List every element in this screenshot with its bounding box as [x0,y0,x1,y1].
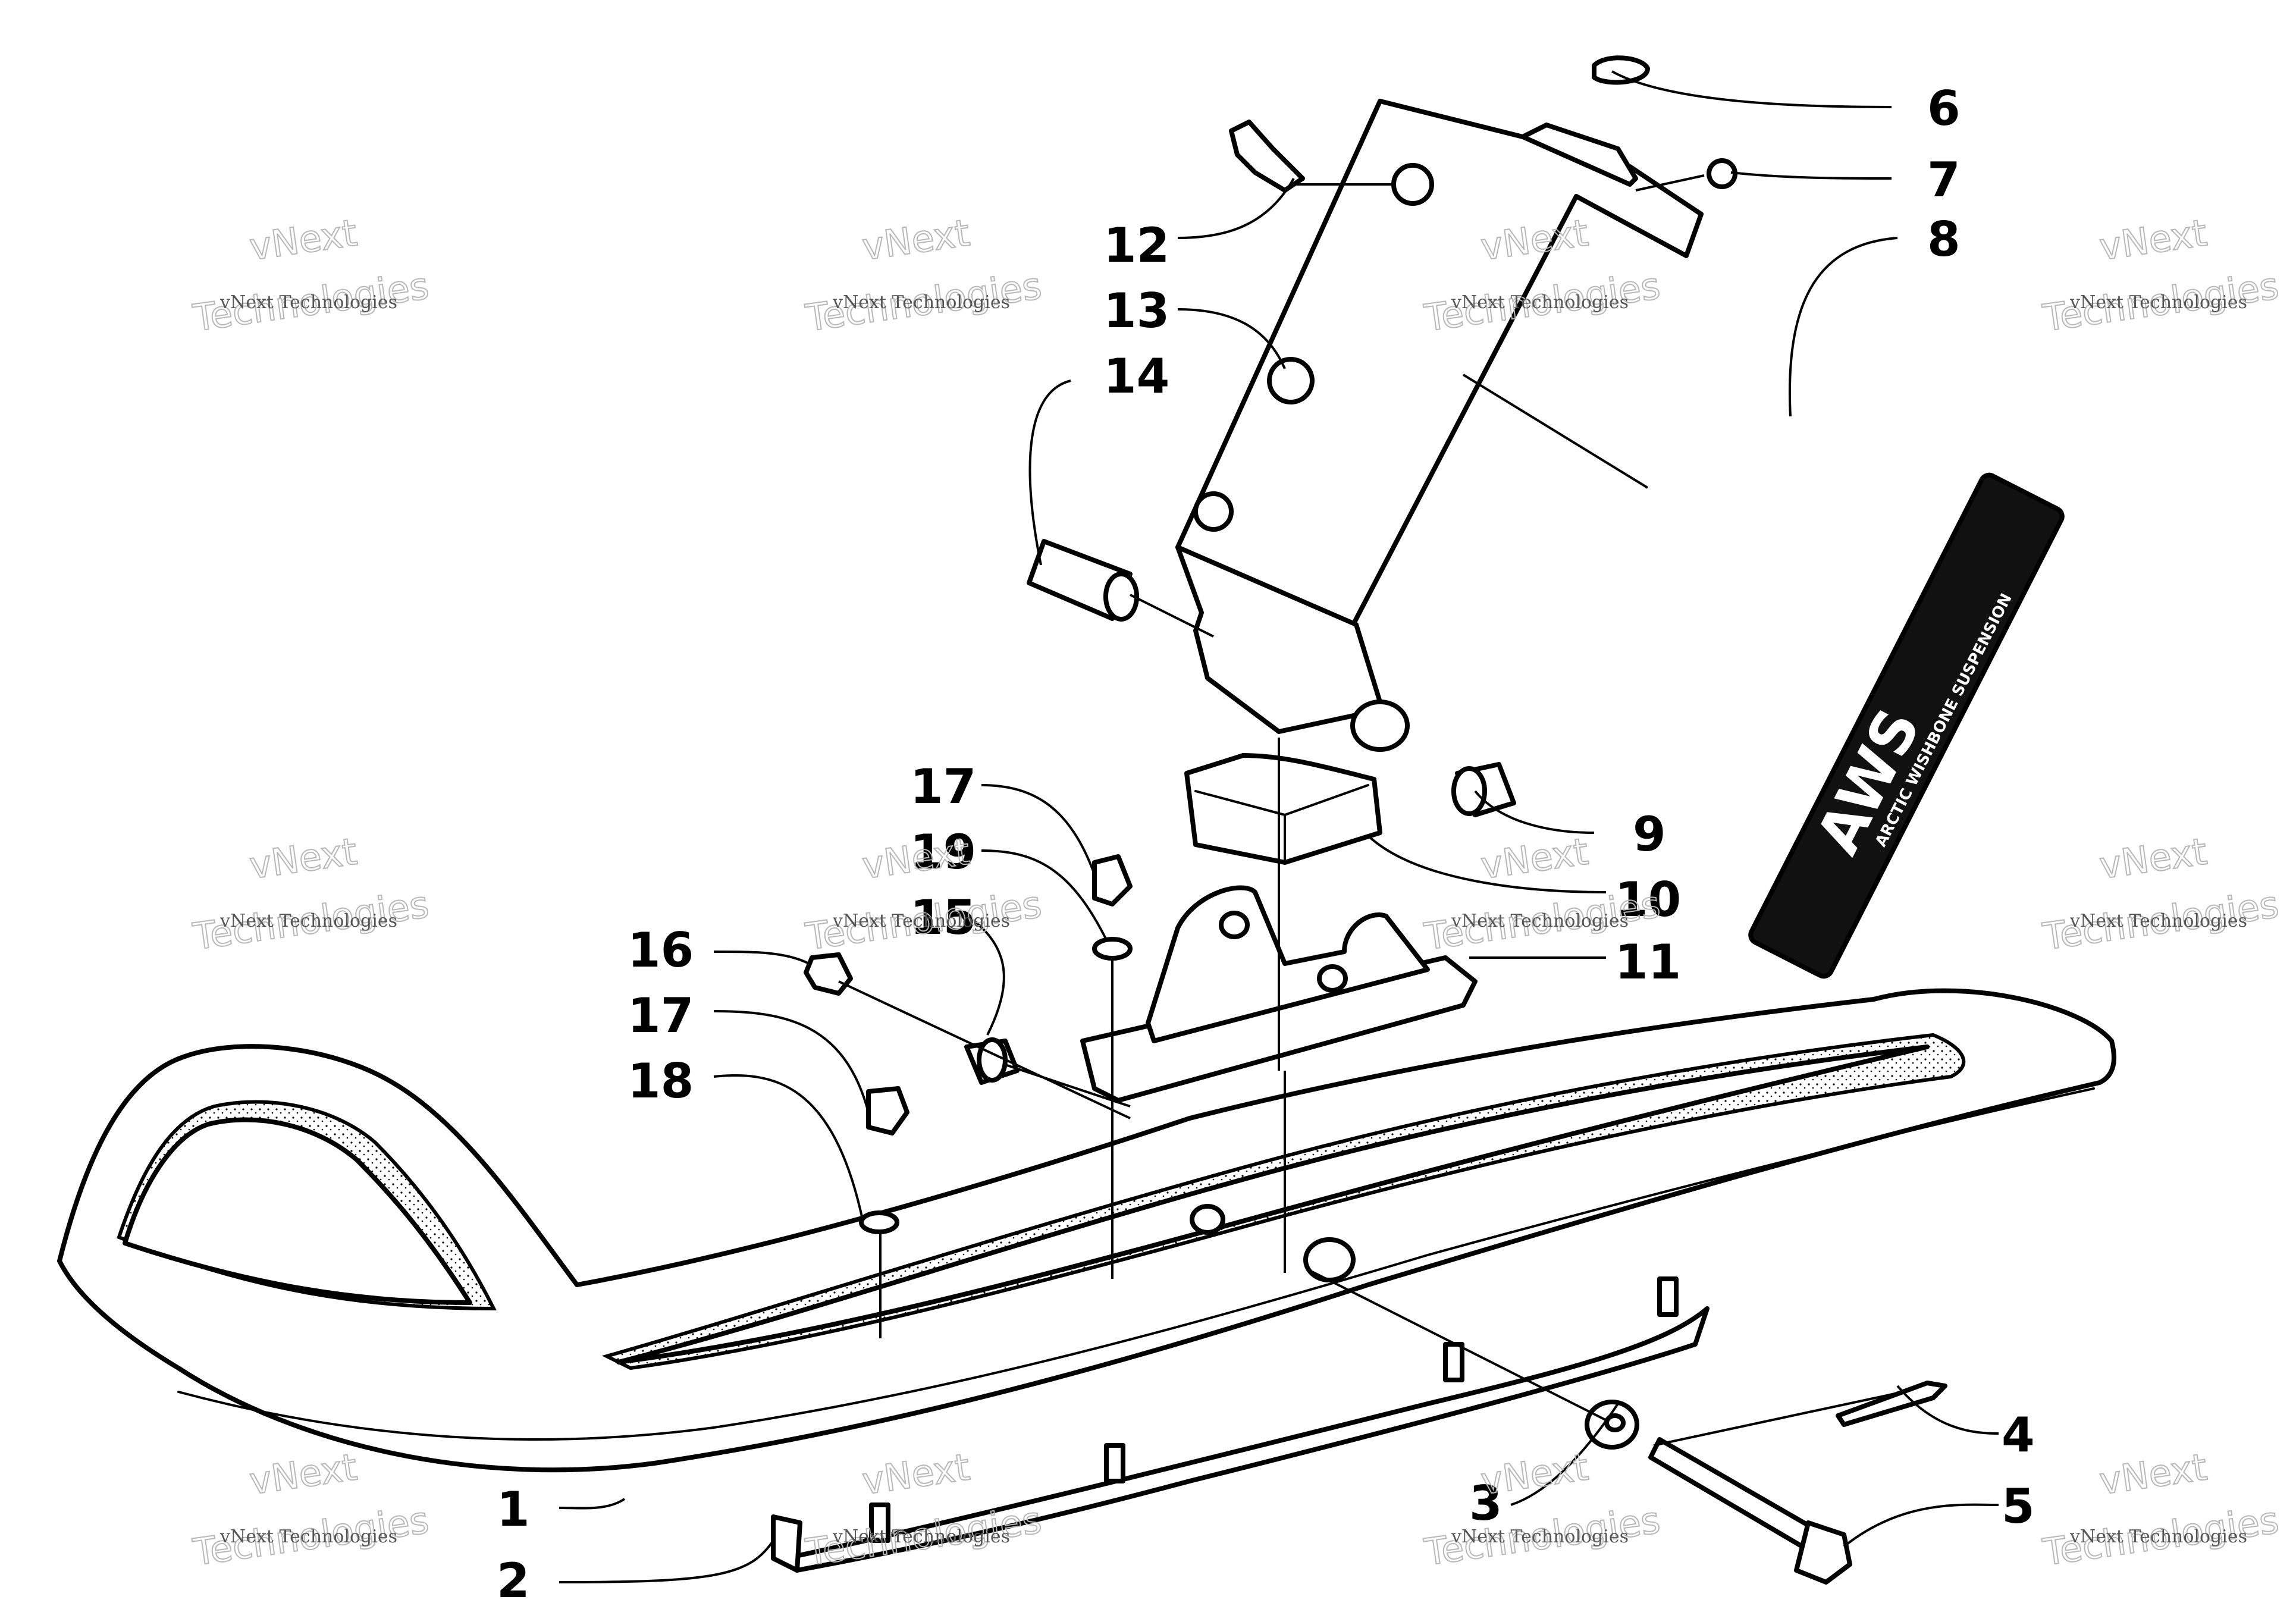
callout-7: 7 [1927,152,1961,208]
watermark: vNext Technologies vNext Technologies [802,210,1045,340]
wear-bar [771,1276,1710,1573]
svg-text:vNext: vNext [860,1445,973,1503]
svg-text:vNext: vNext [1478,829,1591,887]
bushing-9 [1451,762,1516,817]
svg-text:vNext Technologies: vNext Technologies [832,292,1010,313]
callout-4: 4 [2002,1407,2035,1463]
svg-text:vNext Technologies: vNext Technologies [2069,292,2247,313]
watermark: vNext Technologies vNext Technologies [2040,1444,2282,1574]
callout-11: 11 [1615,934,1681,990]
watermark: vNext Technologies vNext Technologies [2040,210,2282,340]
cotter-pin [1836,1381,1947,1427]
svg-text:vNext Technologies: vNext Technologies [219,911,397,931]
plug-cap [1592,55,1650,85]
svg-text:vNext: vNext [247,1445,360,1503]
callout-3: 3 [1469,1476,1503,1531]
callout-19: 19 [910,824,976,880]
svg-text:vNext Technologies: vNext Technologies [832,911,1010,931]
callout-17-lower: 17 [628,988,694,1043]
aws-decal: AWS ARCTIC WISHBONE SUSPENSION [1748,472,2065,979]
svg-text:vNext Technologies: vNext Technologies [832,1526,1010,1547]
nut-17-upper [1092,854,1133,906]
svg-text:vNext Technologies: vNext Technologies [2069,911,2247,931]
callout-2: 2 [497,1553,530,1606]
svg-text:vNext: vNext [2097,211,2210,268]
spindle [1175,99,1704,752]
ski [57,988,2116,1473]
watermark: vNext Technologies vNext Technologies [190,1444,432,1574]
wear-pad [1184,753,1382,865]
svg-text:vNext: vNext [1478,1445,1591,1503]
svg-text:vNext: vNext [2097,1445,2210,1503]
svg-text:vNext: vNext [2097,829,2210,887]
callout-8: 8 [1927,212,1961,267]
nut-17-lower [866,1086,909,1136]
watermark: vNext Technologies vNext Technologies [190,829,432,959]
callout-16: 16 [628,923,694,978]
nut-16 [804,952,853,996]
watermark: vNext Technologies vNext Technologies [1421,1444,1664,1574]
bushing-14 [1027,539,1139,622]
leader-lines [559,70,1999,1583]
svg-text:vNext: vNext [247,829,360,887]
washer [1585,1400,1639,1450]
callout-15: 15 [910,890,976,945]
callout-14: 14 [1103,349,1169,404]
washer-18 [859,1210,899,1234]
svg-text:vNext: vNext [860,211,973,268]
washer-19 [1092,937,1133,961]
callout-18: 18 [628,1053,694,1109]
watermark: vNext Technologies vNext Technologies [2040,829,2282,959]
callouts: 1 2 3 4 5 6 7 8 9 10 11 12 13 14 15 16 1… [497,81,2035,1606]
bolt [1648,1437,1852,1585]
callout-13: 13 [1103,283,1169,338]
callout-10: 10 [1615,872,1681,927]
svg-text:vNext: vNext [247,211,360,268]
svg-text:vNext Technologies: vNext Technologies [1451,1526,1629,1547]
callout-5: 5 [2002,1479,2035,1534]
watermark: vNext Technologies vNext Technologies [190,210,432,340]
svg-text:vNext Technologies: vNext Technologies [1451,292,1629,313]
callout-6: 6 [1927,81,1961,136]
svg-text:vNext Technologies: vNext Technologies [219,1526,397,1547]
callout-12: 12 [1103,218,1169,273]
callout-17-upper: 17 [910,759,976,814]
svg-text:vNext Technologies: vNext Technologies [2069,1526,2247,1547]
svg-text:vNext Technologies: vNext Technologies [219,292,397,313]
svg-text:vNext Technologies: vNext Technologies [1451,911,1629,931]
callout-1: 1 [497,1482,530,1537]
callout-9: 9 [1633,807,1666,862]
watermark: vNext Technologies vNext Technologies [802,1444,1045,1574]
grease-fitting [1229,120,1305,193]
